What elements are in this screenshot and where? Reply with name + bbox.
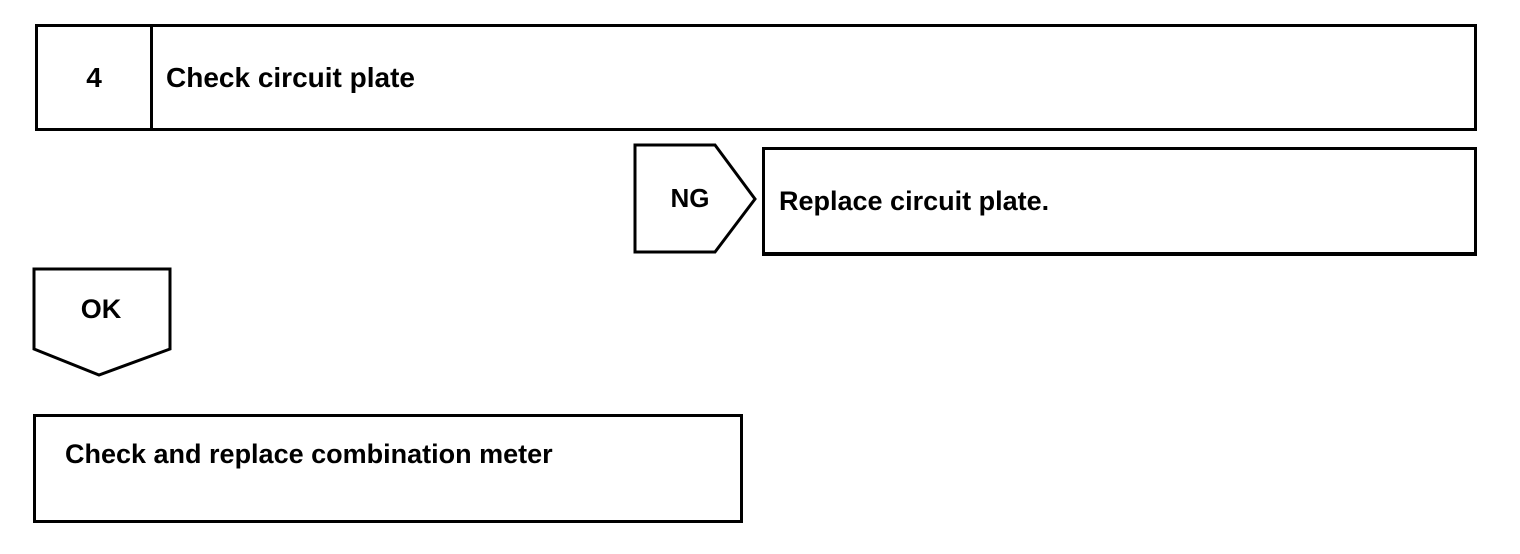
step-title: Check circuit plate xyxy=(166,61,415,93)
ok-label: OK xyxy=(80,293,122,324)
ng-action-box: Replace circuit plate. xyxy=(762,147,1477,256)
ok-action-text: Check and replace combination meter xyxy=(65,439,553,469)
ok-arrow-shape xyxy=(32,267,172,377)
ng-arrow-shape xyxy=(633,143,757,254)
ng-action-text: Replace circuit plate. xyxy=(779,185,1050,216)
ok-action-box: Check and replace combination meter xyxy=(33,414,743,523)
ng-label: NG xyxy=(670,182,710,213)
step-number: 4 xyxy=(38,27,153,128)
step-header-box: 4 Check circuit plate xyxy=(35,24,1477,131)
